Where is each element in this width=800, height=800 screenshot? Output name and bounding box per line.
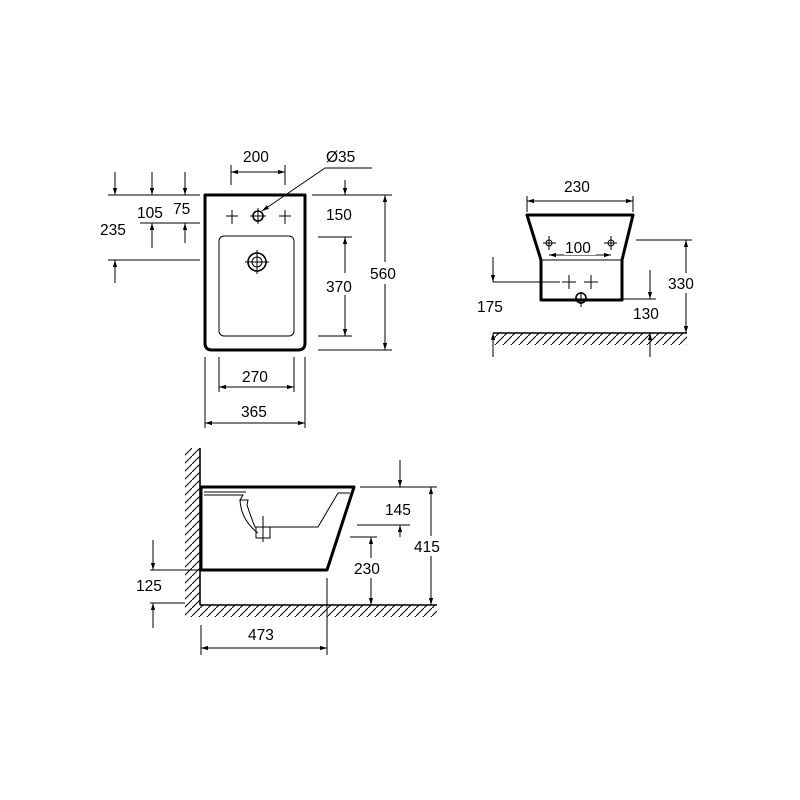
dim-front-overall-height: 330	[668, 276, 694, 293]
top-view-outline	[203, 193, 307, 352]
dim-top-bowl-width: 270	[242, 369, 268, 386]
dim-side-projection: 473	[248, 627, 274, 644]
dim-front-hole-height: 175	[477, 299, 503, 316]
dim-front-base-height: 130	[633, 306, 659, 323]
dim-top-hole-offset: 75	[173, 201, 190, 218]
dim-side-rim-depth: 145	[385, 502, 411, 519]
dim-front-hole-spacing: 100	[565, 240, 591, 257]
side-view-outline	[199, 485, 356, 572]
side-wall-hatch	[185, 448, 200, 610]
front-floor-hatch	[493, 333, 687, 345]
dim-top-bowl-length: 370	[326, 279, 352, 296]
top-view-bowl	[218, 235, 295, 337]
dim-top-overall-length: 560	[370, 266, 396, 283]
dim-top-overall-width: 365	[241, 404, 267, 421]
dim-top-rear-to-bowl: 235	[100, 222, 126, 239]
dim-side-floor-clearance: 125	[136, 578, 162, 595]
front-view: 230 100 175 330 130	[477, 179, 706, 357]
front-view-outline	[525, 213, 635, 302]
dim-top-hole-diameter: Ø35	[326, 149, 355, 166]
side-view: 145 415 230 125 473	[136, 448, 452, 655]
dim-side-bottom-height: 230	[354, 561, 380, 578]
dim-front-top-width: 230	[564, 179, 590, 196]
side-floor-hatch	[185, 605, 437, 617]
dim-side-overall-height: 415	[414, 539, 440, 556]
top-view: 200 Ø35 105 75 235 150 370 560	[100, 149, 408, 428]
dim-top-rear-to-holes: 105	[137, 205, 163, 222]
dim-top-hole-spacing: 200	[243, 149, 269, 166]
dim-top-rear-to-drain: 150	[326, 207, 352, 224]
